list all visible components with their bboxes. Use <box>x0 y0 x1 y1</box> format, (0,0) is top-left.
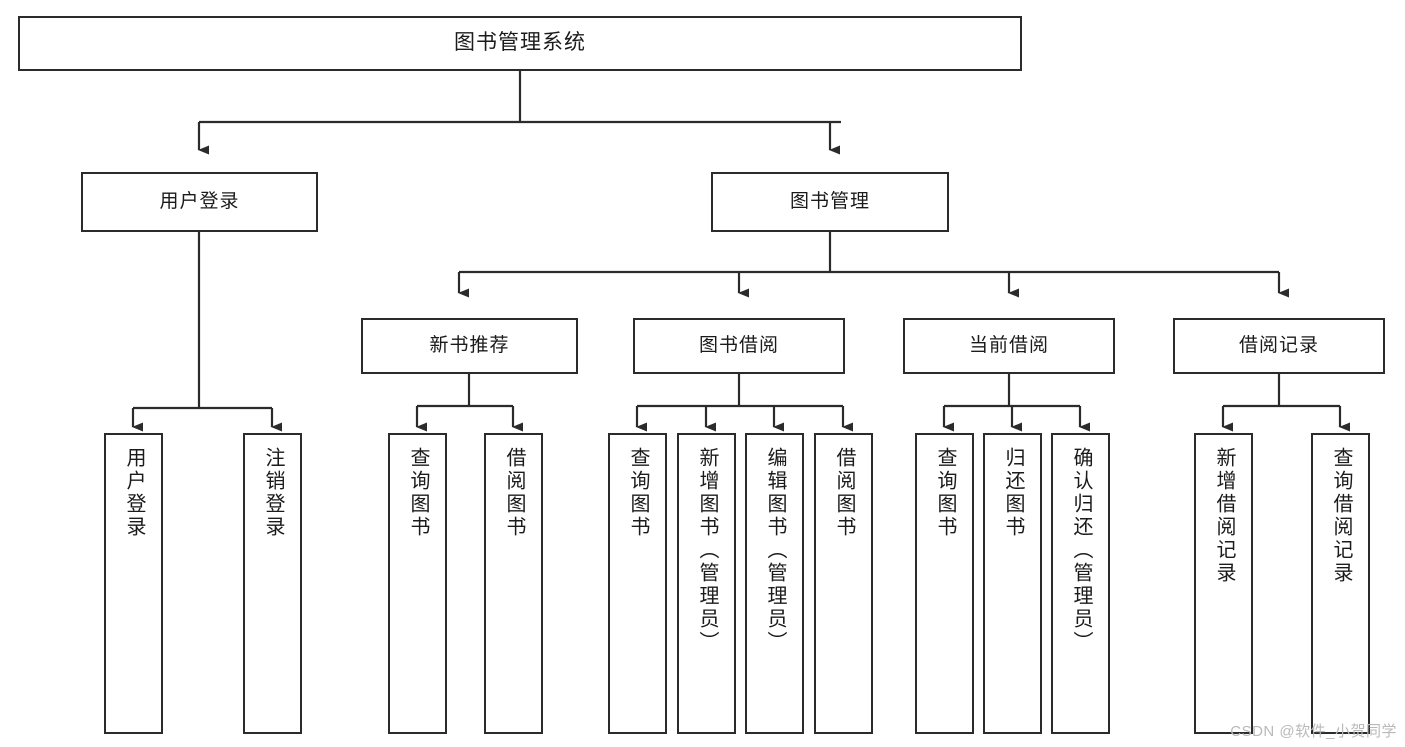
node-label: 用户登录 <box>159 190 240 212</box>
node-root-book-management-system[interactable]: 图书管理系统 <box>18 16 1022 71</box>
node-label: 注销登录 <box>262 447 284 539</box>
node-label: 确认归还（管理员） <box>1070 447 1092 654</box>
leaf-book-borrow-query[interactable]: 查询图书 <box>608 433 667 734</box>
node-label: 借阅记录 <box>1238 334 1319 356</box>
node-label: 查询图书 <box>934 447 956 539</box>
leaf-book-borrow-edit[interactable]: 编辑图书（管理员） <box>745 433 804 734</box>
node-label: 新增借阅记录 <box>1213 447 1235 585</box>
leaf-new-book-borrow[interactable]: 借阅图书 <box>484 433 543 734</box>
node-label: 归还图书 <box>1002 447 1024 539</box>
leaf-borrow-record-query[interactable]: 查询借阅记录 <box>1311 433 1370 734</box>
node-label: 查询图书 <box>407 447 429 539</box>
leaf-current-borrow-query[interactable]: 查询图书 <box>915 433 974 734</box>
node-label: 新增图书（管理员） <box>696 447 718 654</box>
leaf-book-borrow-add[interactable]: 新增图书（管理员） <box>677 433 736 734</box>
node-label: 图书借阅 <box>698 334 779 356</box>
node-label: 新书推荐 <box>429 334 510 356</box>
node-book-borrow[interactable]: 图书借阅 <box>633 318 845 374</box>
leaf-new-book-query[interactable]: 查询图书 <box>388 433 447 734</box>
node-label: 借阅图书 <box>503 447 525 539</box>
node-user-login[interactable]: 用户登录 <box>81 172 318 232</box>
node-new-book-recommend[interactable]: 新书推荐 <box>361 318 578 374</box>
node-label: 用户登录 <box>123 447 145 539</box>
leaf-user-login-logout[interactable]: 注销登录 <box>243 433 302 734</box>
leaf-current-borrow-return[interactable]: 归还图书 <box>983 433 1042 734</box>
node-label: 当前借阅 <box>968 334 1049 356</box>
node-book-management[interactable]: 图书管理 <box>711 172 949 232</box>
leaf-current-borrow-confirm-return[interactable]: 确认归还（管理员） <box>1051 433 1110 734</box>
leaf-borrow-record-add[interactable]: 新增借阅记录 <box>1194 433 1253 734</box>
node-current-borrow[interactable]: 当前借阅 <box>903 318 1115 374</box>
node-label: 图书管理 <box>789 190 870 212</box>
node-label: 查询图书 <box>627 447 649 539</box>
leaf-book-borrow-borrow[interactable]: 借阅图书 <box>814 433 873 734</box>
node-label: 图书管理系统 <box>454 31 586 55</box>
node-label: 查询借阅记录 <box>1330 447 1352 585</box>
leaf-user-login-login[interactable]: 用户登录 <box>104 433 163 734</box>
node-label: 借阅图书 <box>833 447 855 539</box>
node-label: 编辑图书（管理员） <box>764 447 786 654</box>
node-borrow-record[interactable]: 借阅记录 <box>1173 318 1385 374</box>
